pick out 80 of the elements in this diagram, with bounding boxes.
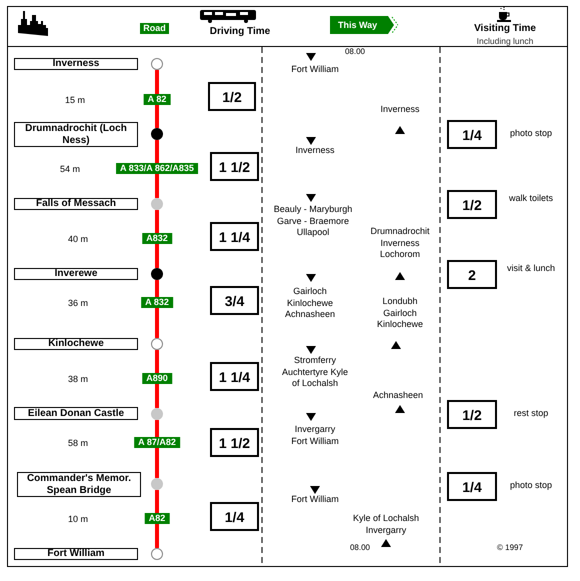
time-box: 1/4 (210, 502, 259, 531)
header-text: Driving Time (208, 26, 272, 38)
time-text: 08.00 (344, 46, 366, 58)
time-box: 1 1/2 (210, 152, 259, 181)
place-text: Gairloch Kinlochewe Achnasheen (284, 286, 336, 320)
stop-circle (151, 548, 163, 560)
time-box: 1/2 (447, 190, 497, 219)
distance-text: 40 m (66, 234, 89, 246)
place-text: Drumnadrochit Inverness Lochorom (369, 226, 431, 260)
place-text: Invergarry Fort William (290, 424, 340, 447)
place-text: Beauly - Maryburgh Garve - Braemore Ullapool (272, 204, 354, 238)
place-text: Kyle of Lochalsh Invergarry (352, 513, 420, 536)
route-line (155, 490, 159, 513)
place-text: Fort William (290, 494, 340, 506)
place-text: Londubh Gairloch Kinlochewe (376, 296, 424, 330)
route-line (155, 210, 159, 233)
road-sign: A82 (144, 513, 170, 524)
place-label: Eilean Donan Castle (14, 407, 138, 420)
route-line (155, 105, 159, 128)
place-text: Inverness (379, 104, 421, 116)
header-text: Visiting Time (473, 23, 537, 34)
place-label: Commander's Memor. Spean Bridge (17, 472, 141, 497)
stop-circle (151, 268, 163, 280)
time-box: 1 1/4 (210, 362, 259, 391)
time-text: 08.00 (348, 542, 372, 554)
time-box: 1/2 (208, 82, 256, 111)
place-text: Inverness (294, 145, 336, 156)
route-line (155, 280, 159, 297)
route-line (155, 70, 159, 94)
stop-circle (151, 478, 163, 490)
route-line (155, 174, 159, 198)
copyright-text: © 1997 (496, 542, 524, 554)
road-sign: A 82 (144, 94, 170, 105)
place-text: Stromferry Auchtertyre Kyle of Lochalsh (280, 355, 350, 390)
note-text: rest stop (512, 408, 550, 420)
route-line (155, 384, 159, 408)
distance-text: 10 m (66, 514, 89, 526)
route-line (155, 244, 159, 268)
route-line (155, 524, 159, 548)
road-sign: A 87/A82 (134, 437, 180, 448)
route-line (155, 140, 159, 163)
route-line (155, 308, 159, 338)
distance-text: 58 m (66, 438, 89, 450)
route-line (155, 350, 159, 373)
note-text: photo stop (508, 480, 554, 492)
road-sign: A 832 (141, 297, 173, 308)
distance-text: 38 m (66, 374, 89, 386)
stop-circle (151, 408, 163, 420)
place-text: Achnasheen (372, 390, 424, 402)
header-text: Including lunch (476, 36, 534, 48)
time-box: 1 1/2 (210, 428, 259, 457)
note-text: photo stop (508, 128, 554, 140)
place-label: Fort William (14, 548, 138, 560)
place-label: Kinlochewe (14, 338, 138, 350)
road-sign: Road (140, 23, 169, 34)
stop-circle (151, 198, 163, 210)
time-box: 1/4 (447, 120, 497, 149)
route-line (155, 448, 159, 478)
route-line (155, 420, 159, 437)
stop-circle (151, 128, 163, 140)
time-box: 1/4 (447, 472, 497, 501)
road-sign: A 833/A 862/A835 (116, 163, 198, 174)
note-text: walk toilets (508, 193, 554, 204)
place-label: Inverness (14, 58, 138, 70)
distance-text: 15 m (64, 95, 86, 106)
stop-circle (151, 58, 163, 70)
note-text: visit & lunch (506, 263, 556, 274)
time-box: 1/2 (447, 400, 497, 429)
distance-text: 36 m (66, 298, 89, 310)
time-box: 3/4 (210, 286, 259, 315)
road-sign: A832 (142, 233, 172, 244)
distance-text: 54 m (58, 164, 81, 176)
place-label: Falls of Messach (14, 198, 138, 210)
time-box: 2 (447, 260, 497, 289)
place-label: Drumnadrochit (Loch Ness) (14, 122, 138, 147)
road-sign: A890 (142, 373, 172, 384)
place-label: Inverewe (14, 268, 138, 280)
time-box: 1 1/4 (210, 222, 259, 251)
place-text: Fort William (290, 64, 340, 76)
stop-circle (151, 338, 163, 350)
